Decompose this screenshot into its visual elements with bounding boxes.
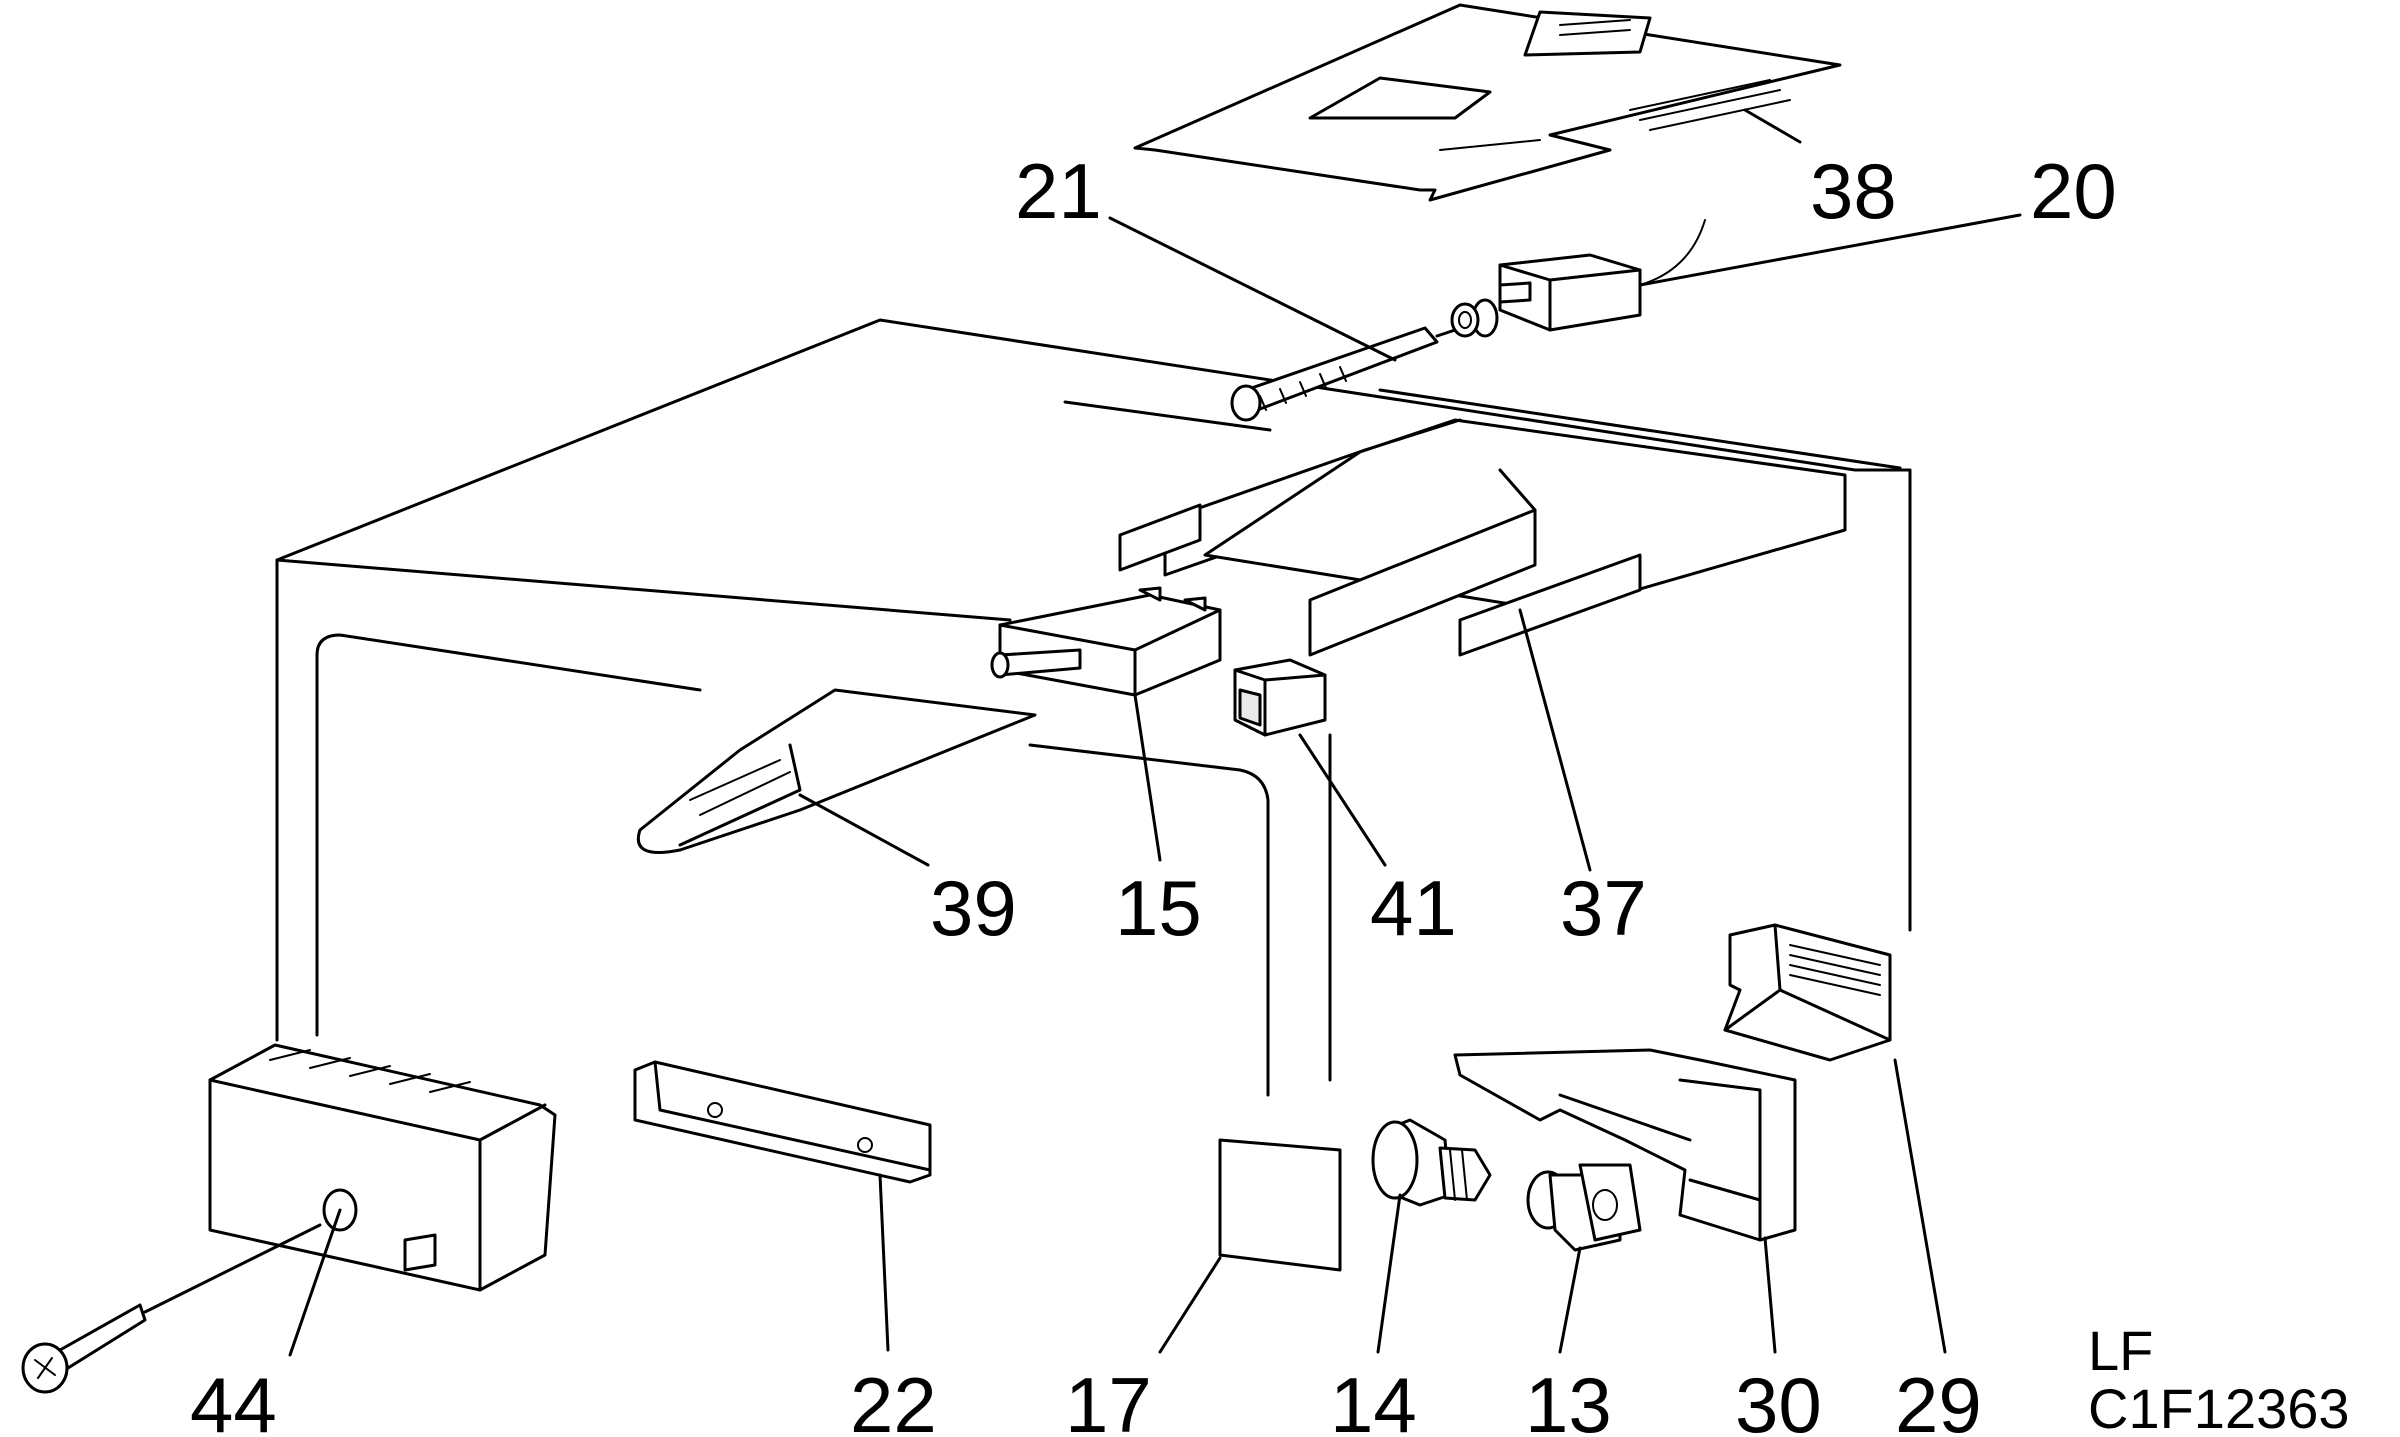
part-14-lamp-bulb [1371,1118,1492,1207]
part-22-bracket-rail [633,1060,932,1184]
ring-washer [1450,302,1480,338]
part-15-switch-block [990,586,1222,697]
part-13-lamp-socket [1526,1163,1642,1252]
callout-37: 37 [1560,864,1647,952]
callout-15: 15 [1115,864,1202,952]
leader-39 [798,793,930,867]
callout-22: 22 [850,1361,937,1437]
callout-13: 13 [1525,1361,1612,1437]
callout-labels: 21 38 20 39 15 41 37 44 22 17 14 13 30 2… [190,147,2117,1437]
part-29-cover-bracket [1723,923,1892,1062]
drawing-code: LF C1F12363 [2088,1319,2350,1437]
part-21-spring-shaft [1230,326,1457,422]
leader-44 [288,1208,342,1357]
leader-14 [1376,1193,1402,1354]
callout-14: 14 [1330,1361,1417,1437]
callout-39: 39 [930,864,1017,952]
part-38-top-cover [1133,3,1842,202]
drawing-code-line1: LF [2088,1319,2153,1382]
leader-17 [1158,1256,1222,1354]
leader-22 [878,1173,890,1352]
part-37-tray-assembly [1118,418,1847,657]
leader-38 [1743,108,1802,144]
leader-13 [1558,1246,1582,1354]
callout-20: 20 [2030,147,2117,235]
callout-17: 17 [1065,1361,1152,1437]
part-39-guide-plate [637,688,1037,854]
part-44-lamp-housing [208,1043,557,1292]
machine-frame-outline [275,318,1912,1097]
callout-41: 41 [1370,864,1457,952]
drawing-code-line2: C1F12363 [2088,1377,2350,1437]
leader-21 [1108,216,1397,362]
leader-30 [1763,1236,1777,1354]
part-30-lamp-holder [1453,1048,1797,1242]
callout-29: 29 [1895,1361,1982,1437]
callout-44: 44 [190,1361,277,1437]
part-41-small-switch [1233,658,1327,737]
leader-37 [1518,608,1592,872]
leader-29 [1893,1058,1947,1354]
part-17-filter-sheet [1218,1138,1342,1272]
leader-15 [1133,693,1162,862]
callout-21: 21 [1015,147,1102,235]
leader-41 [1298,733,1387,867]
part-44-screw [21,1303,147,1394]
leader-44-screw [143,1223,322,1314]
leader-20 [1638,213,2022,287]
callout-38: 38 [1810,147,1897,235]
callout-30: 30 [1735,1361,1822,1437]
part-20-solenoid [1471,219,1706,338]
leader-lines [143,108,2022,1357]
